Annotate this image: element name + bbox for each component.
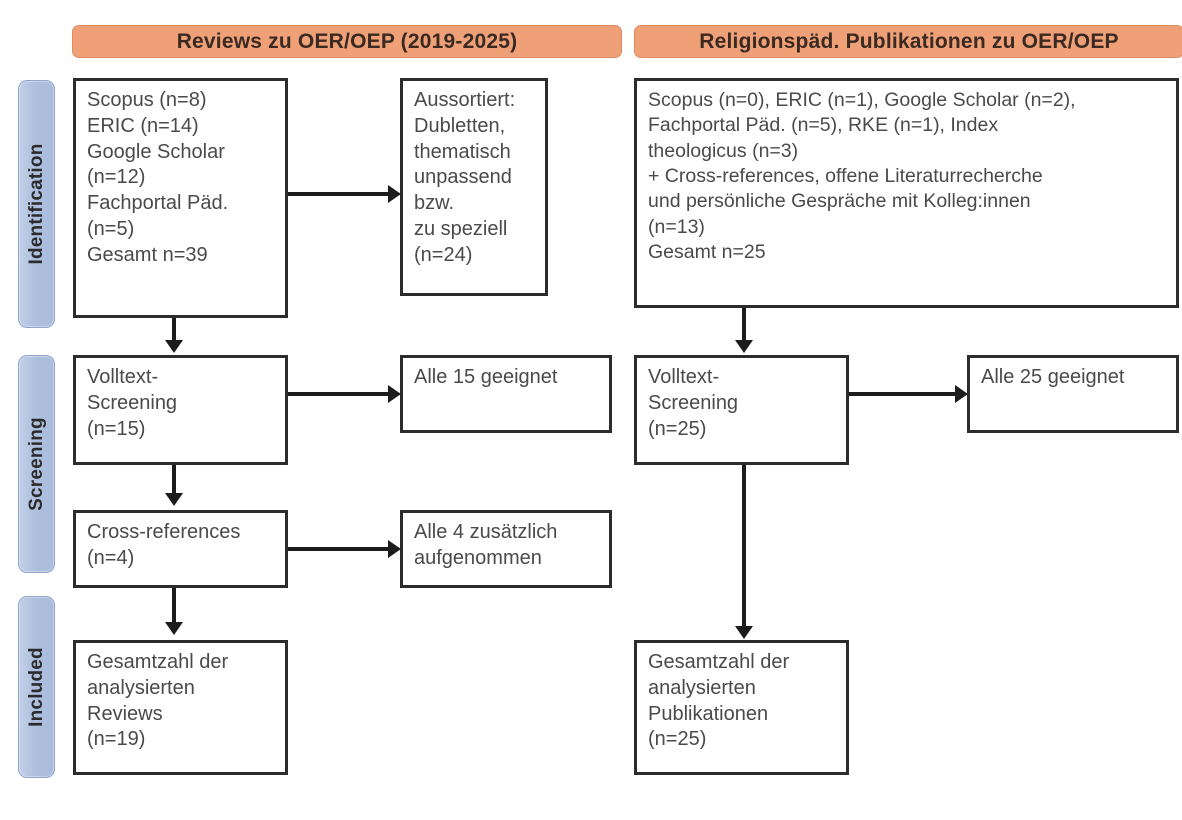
column-header-religionspaed-label: Religionspäd. Publikationen zu OER/OEP	[699, 29, 1119, 53]
box-left-fulltext-screening: Volltext- Screening (n=15)	[73, 355, 288, 465]
connector-left-crossrefs-to-included	[172, 588, 176, 626]
arrowhead-right-identification-to-screening	[735, 340, 753, 353]
box-right-screening-result: Alle 25 geeignet	[967, 355, 1179, 433]
box-left-fulltext-screening-text: Volltext- Screening (n=15)	[87, 366, 178, 440]
phase-bar-included: Included	[18, 596, 55, 778]
box-left-screening-result-text: Alle 15 geeignet	[414, 366, 558, 388]
connector-left-screening-to-result	[288, 392, 388, 396]
arrowhead-left-identification-to-excluded	[388, 185, 401, 203]
phase-label-identification: Identification	[25, 143, 47, 265]
arrowhead-right-screening-to-included	[735, 626, 753, 639]
arrowhead-left-screening-to-result	[388, 385, 401, 403]
box-left-identification-sources-text: Scopus (n=8) ERIC (n=14) Google Scholar …	[87, 89, 229, 266]
box-left-crossreferences: Cross-references (n=4)	[73, 510, 288, 588]
box-left-crossreferences-text: Cross-references (n=4)	[87, 521, 241, 569]
box-right-fulltext-screening: Volltext- Screening (n=25)	[634, 355, 849, 465]
box-left-excluded: Aussortiert: Dubletten, thematisch unpas…	[400, 78, 548, 296]
box-right-fulltext-screening-text: Volltext- Screening (n=25)	[648, 366, 739, 440]
box-left-identification-sources: Scopus (n=8) ERIC (n=14) Google Scholar …	[73, 78, 288, 318]
box-left-screening-result: Alle 15 geeignet	[400, 355, 612, 433]
connector-left-crossrefs-to-result	[288, 547, 388, 551]
box-left-crossreferences-result: Alle 4 zusätzlich aufgenommen	[400, 510, 612, 588]
column-header-reviews-label: Reviews zu OER/OEP (2019-2025)	[176, 29, 518, 53]
phase-bar-identification: Identification	[18, 80, 55, 328]
arrowhead-left-screening-to-crossrefs	[165, 493, 183, 506]
connector-right-screening-to-included	[742, 465, 746, 630]
connector-right-identification-to-screening	[742, 308, 746, 344]
connector-left-screening-to-crossrefs	[172, 465, 176, 497]
box-right-included-total: Gesamtzahl der analysierten Publikatione…	[634, 640, 849, 775]
box-right-identification-sources: Scopus (n=0), ERIC (n=1), Google Scholar…	[634, 78, 1179, 308]
arrowhead-left-crossrefs-to-included	[165, 622, 183, 635]
phase-label-included: Included	[25, 647, 47, 727]
arrowhead-left-crossrefs-to-result	[388, 540, 401, 558]
box-left-included-total-text: Gesamtzahl der analysierten Reviews (n=1…	[87, 651, 229, 751]
box-left-excluded-text: Aussortiert: Dubletten, thematisch unpas…	[414, 89, 516, 266]
box-right-included-total-text: Gesamtzahl der analysierten Publikatione…	[648, 651, 790, 751]
box-left-crossreferences-result-text: Alle 4 zusätzlich aufgenommen	[414, 521, 558, 569]
connector-left-identification-to-screening	[172, 318, 176, 344]
connector-left-identification-to-excluded	[288, 192, 388, 196]
box-right-identification-sources-text: Scopus (n=0), ERIC (n=1), Google Scholar…	[648, 89, 1076, 264]
box-right-screening-result-text: Alle 25 geeignet	[981, 366, 1125, 388]
phase-label-screening: Screening	[25, 417, 47, 511]
box-left-included-total: Gesamtzahl der analysierten Reviews (n=1…	[73, 640, 288, 775]
phase-bar-screening: Screening	[18, 355, 55, 573]
connector-right-screening-to-result	[849, 392, 955, 396]
column-header-religionspaed: Religionspäd. Publikationen zu OER/OEP	[634, 25, 1182, 58]
arrowhead-left-identification-to-screening	[165, 340, 183, 353]
arrowhead-right-screening-to-result	[955, 385, 968, 403]
column-header-reviews: Reviews zu OER/OEP (2019-2025)	[72, 25, 622, 58]
